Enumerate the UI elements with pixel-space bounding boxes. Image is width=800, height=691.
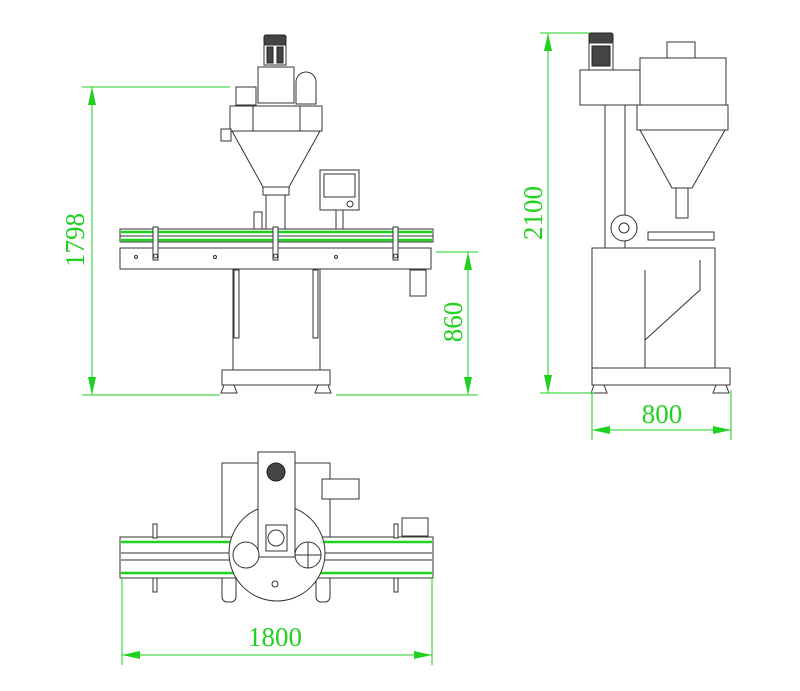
hopper-clamp [220,128,232,142]
foot [220,384,238,394]
dimension-1798: 1798 [60,86,230,396]
conveyor-section [647,231,715,241]
dimension-label-800: 800 [642,399,683,429]
front-view [119,34,434,394]
dimension-label-1798: 1798 [60,213,90,267]
dimension-label-2100: 2100 [518,186,548,240]
gearbox [257,66,295,104]
dimension-2100: 2100 [518,32,594,394]
motor-cap [263,34,287,46]
hopper-frame [636,104,729,131]
hopper-cone [231,130,321,188]
side-box [235,86,257,106]
agitator-motor [666,41,696,59]
dimension-1800: 1800 [121,578,433,665]
guide [253,211,263,230]
dimension-860: 860 [336,251,478,396]
foot [314,384,332,394]
guide-brackets [152,226,399,261]
touch-screen [323,173,356,198]
dimension-800: 800 [591,390,732,440]
machine-base [591,367,731,386]
cabinet [591,247,716,369]
machine-stand [232,268,321,371]
dimension-label-860: 860 [438,302,468,343]
filling-tube [265,194,286,230]
machine-base [221,369,331,386]
guide-brackets [152,523,399,593]
gearbox [579,69,641,106]
hopper-cone [639,129,726,189]
top-view [119,451,434,603]
hopper-frame [229,105,323,132]
container-position [232,541,260,569]
conveyor-motor [409,269,427,297]
conveyor-motor [401,517,429,537]
head-arm [639,57,727,106]
motor-fin [276,46,284,64]
dimension-label-1800: 1800 [248,622,302,652]
lift-handwheel [610,214,638,242]
control-panel [321,478,360,500]
filling-tube [675,187,689,219]
agitator-cover [295,71,317,105]
hopper-outlet [262,186,290,196]
motor-fin [266,46,274,64]
side-view [579,32,731,394]
